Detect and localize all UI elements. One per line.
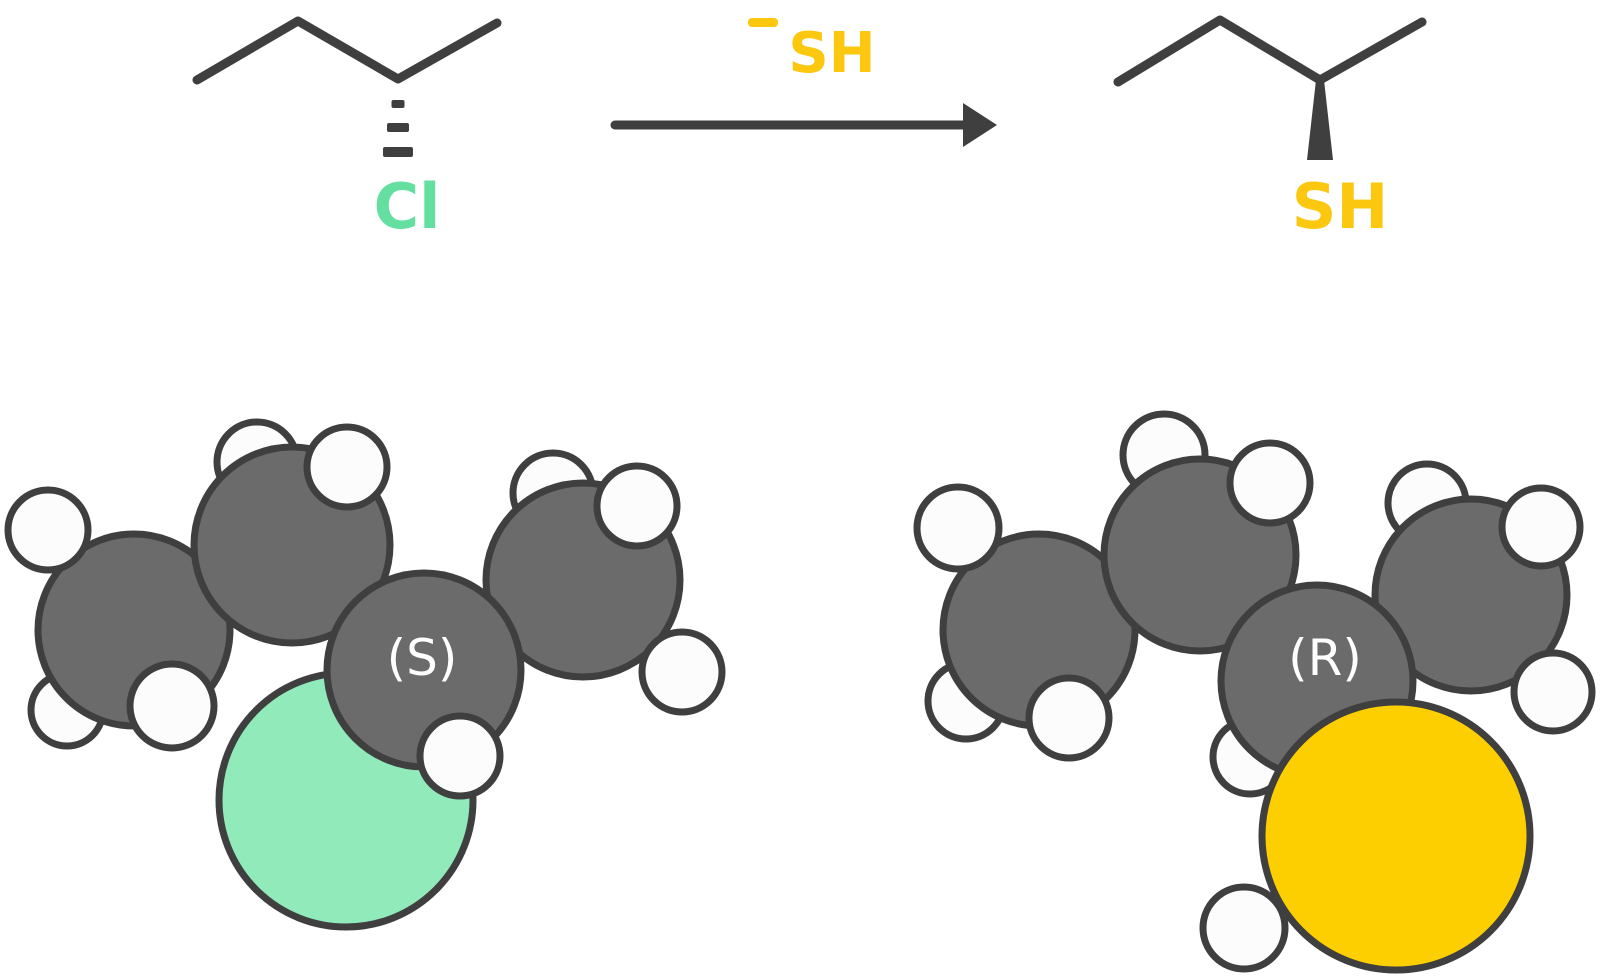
product-skeletal-structure: SH (1113, 15, 1427, 243)
sulfur-atom (1258, 698, 1534, 974)
product-thiol-label: SH (1292, 170, 1389, 243)
reagent-hydrosulfide-label: SH (788, 21, 875, 86)
stereo-center-label: (S) (387, 629, 458, 687)
reactant-carbon-chain (192, 16, 502, 85)
hydrogen-atom (1226, 439, 1314, 527)
hydrogen-atom (1025, 674, 1113, 762)
hydrogen-atom (1199, 883, 1289, 973)
hydrogen-atom (4, 486, 92, 574)
product-carbon-chain (1113, 15, 1427, 87)
hydrogen-atom (913, 483, 1003, 573)
stereo-center-label: (R) (1288, 629, 1362, 687)
hydrogen-atom (1498, 484, 1584, 570)
reactant-hashed-wedge-bond (383, 100, 413, 157)
hydrogen-atom (1510, 649, 1596, 735)
product-ball-model: (R) (913, 410, 1596, 974)
hydrogen-atom (593, 462, 681, 550)
reaction-arrow-head (963, 103, 997, 147)
hydrogen-atom (638, 628, 726, 716)
hydrogen-atom (416, 712, 504, 800)
hydrogen-atom (303, 423, 391, 511)
hashed-wedge-dash (387, 123, 409, 132)
hashed-wedge-dash (383, 147, 413, 157)
product-solid-wedge-bond (1307, 80, 1333, 160)
reagent-negative-charge-bar (748, 18, 778, 27)
reactant-ball-model: (S) (4, 418, 726, 931)
reactant-chlorine-label: Cl (374, 170, 441, 243)
reaction-arrow-group: SH (610, 18, 997, 147)
hydrogen-atom (126, 660, 218, 752)
reactant-skeletal-structure: Cl (192, 16, 502, 243)
hashed-wedge-dash (391, 100, 405, 108)
